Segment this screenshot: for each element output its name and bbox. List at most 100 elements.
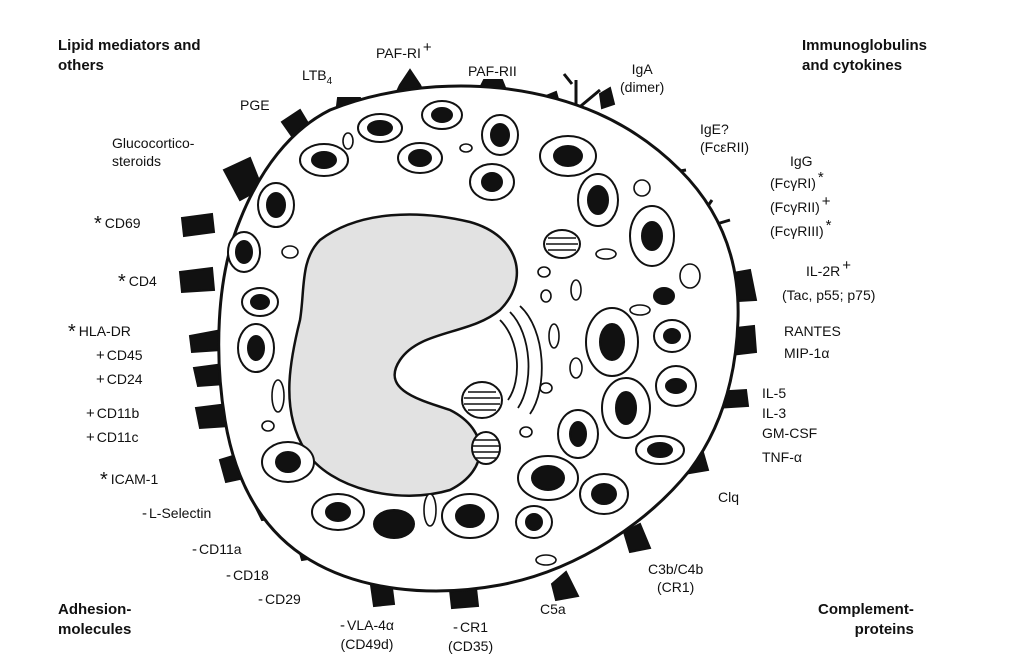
marker: - [453,619,458,636]
label-hla-dr: *HLA-DR [68,322,131,340]
label-text: (Tac, p55; p75) [782,287,875,303]
label-text: IL-3 [762,405,786,421]
heading-line: molecules [58,620,131,640]
label-il-3: IL-3 [762,404,786,422]
marker: + [842,257,851,274]
heading-lipid-mediators: Lipid mediators and others [58,36,201,76]
heading-adhesion: Adhesion- molecules [58,600,131,640]
label-text: (dimer) [620,78,664,96]
label-paf-rii: PAF-RII [468,62,517,80]
marker: - [340,617,345,634]
label-ige: IgE? (FcεRII) [700,120,749,156]
label-text: (CR1) [648,578,703,596]
label-ltb4: LTB4 [302,66,332,91]
label-text: CD69 [105,215,141,231]
label-text: IgE? [700,120,749,138]
marker: + [86,405,95,422]
marker: - [226,567,231,584]
label-paf-ri: PAF-RI+ [376,44,432,62]
heading-line: Immunoglobulins [802,36,927,56]
label-text: CR1 [460,619,488,635]
label-text: (CD35) [448,637,493,655]
label-text: CD11b [97,405,140,421]
heading-line: Complement- [818,600,914,620]
label-il-2r-subunits: (Tac, p55; p75) [782,286,875,304]
marker: * [818,169,824,186]
label-text: IL-2R [806,263,840,279]
label-il-2r: IL-2R+ [806,262,851,280]
heading-line: others [58,56,201,76]
marker: + [822,193,831,210]
label-text: MIP-1α [784,345,829,361]
label-text: (CD49d) [340,635,394,653]
label-text: Clq [718,489,739,505]
label-text: TNF-α [762,449,802,465]
marker: * [118,271,126,293]
label-text: PAF-RII [468,63,517,79]
label-rantes: RANTES [784,322,841,340]
label-text: PAF-RI [376,45,421,61]
label-iga: IgA (dimer) [620,60,664,96]
label-cd11a: -CD11a [192,540,242,559]
heading-line: proteins [818,620,914,640]
label-mip-1a: MIP-1α [784,344,829,362]
marker: + [96,347,105,364]
label-text: Glucocortico- [112,134,194,152]
heading-line: Lipid mediators and [58,36,201,56]
label-text: VLA-4α [347,617,394,633]
label-cd11b: +CD11b [86,404,139,423]
label-text: (FcγRI) [770,175,816,191]
label-pge: PGE [240,96,270,114]
label-text: CD11a [199,541,242,557]
label-text: CD11c [97,429,139,445]
label-text: C3b/C4b [648,560,703,578]
label-fc-gamma-ri: (FcγRI)* [770,174,824,192]
label-text: CD4 [129,273,157,289]
label-text: (FcεRII) [700,138,749,156]
label-text: ICAM-1 [111,471,158,487]
label-text: C5a [540,601,566,617]
label-text: IgG [790,153,813,169]
label-fc-gamma-riii: (FcγRIII)* [770,222,832,240]
marker: * [100,469,108,491]
label-fc-gamma-rii: (FcγRII)+ [770,198,831,216]
marker: + [423,39,432,56]
label-text: IgA [620,60,664,78]
heading-complement: Complement- proteins [818,600,914,640]
label-text: CD24 [107,371,143,387]
label-text: GM-CSF [762,425,817,441]
label-icam-1: *ICAM-1 [100,470,158,488]
label-cd24: +CD24 [96,370,143,389]
label-text: L-Selectin [149,505,211,521]
marker: * [68,321,76,343]
label-text: HLA-DR [79,323,131,339]
marker: + [86,429,95,446]
label-cd18: -CD18 [226,566,269,585]
label-cd11c: +CD11c [86,428,139,447]
label-l-selectin: -L-Selectin [142,504,211,523]
label-cd69: *CD69 [94,214,141,232]
label-cd29: -CD29 [258,590,301,609]
label-text: (FcγRII) [770,199,820,215]
label-gm-csf: GM-CSF [762,424,817,442]
label-tnf-a: TNF-α [762,448,802,466]
marker: + [96,371,105,388]
label-clq: Clq [718,488,739,506]
label-text: steroids [112,152,194,170]
marker: - [192,541,197,558]
label-text: CD45 [107,347,143,363]
label-text: CD29 [265,591,301,607]
marker: - [258,591,263,608]
label-glucocorticosteroids: Glucocortico- steroids [112,134,194,170]
marker: - [142,505,147,522]
label-il-5: IL-5 [762,384,786,402]
marker: * [94,213,102,235]
label-text: RANTES [784,323,841,339]
label-c5a: C5a [540,600,566,618]
label-vla-4a: -VLA-4α (CD49d) [340,616,394,653]
label-text: (FcγRIII) [770,223,824,239]
heading-immunoglobulins: Immunoglobulins and cytokines [802,36,927,76]
label-text: CD18 [233,567,269,583]
label-igg: IgG [790,152,813,170]
